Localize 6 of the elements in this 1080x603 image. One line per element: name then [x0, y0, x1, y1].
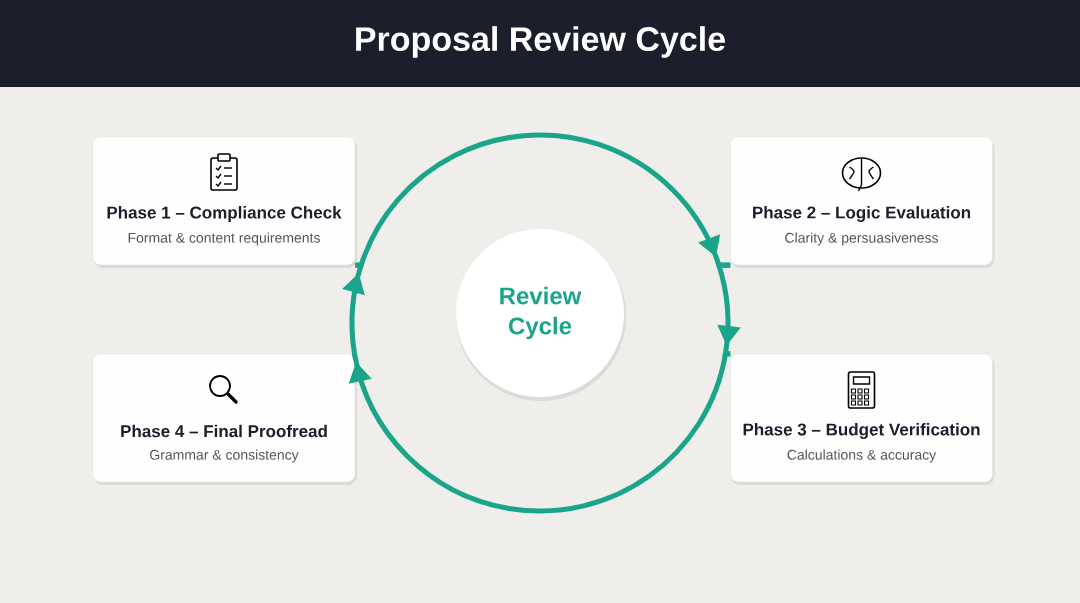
phase-card: Phase 2 – Logic Evaluation Clarity & persuasiveness	[730, 136, 995, 268]
cycle-arrow	[348, 351, 731, 514]
phase-card: Phase 3 – Budget Verification Calculations & accuracy	[730, 353, 995, 485]
phase-card: Phase 1 – Compliance Check Format & content requirements	[92, 136, 357, 268]
title: Proposal Review Cycle	[356, 26, 725, 58]
phase-card: Phase 4 – Final Proofread Grammar & consistency	[92, 353, 357, 485]
